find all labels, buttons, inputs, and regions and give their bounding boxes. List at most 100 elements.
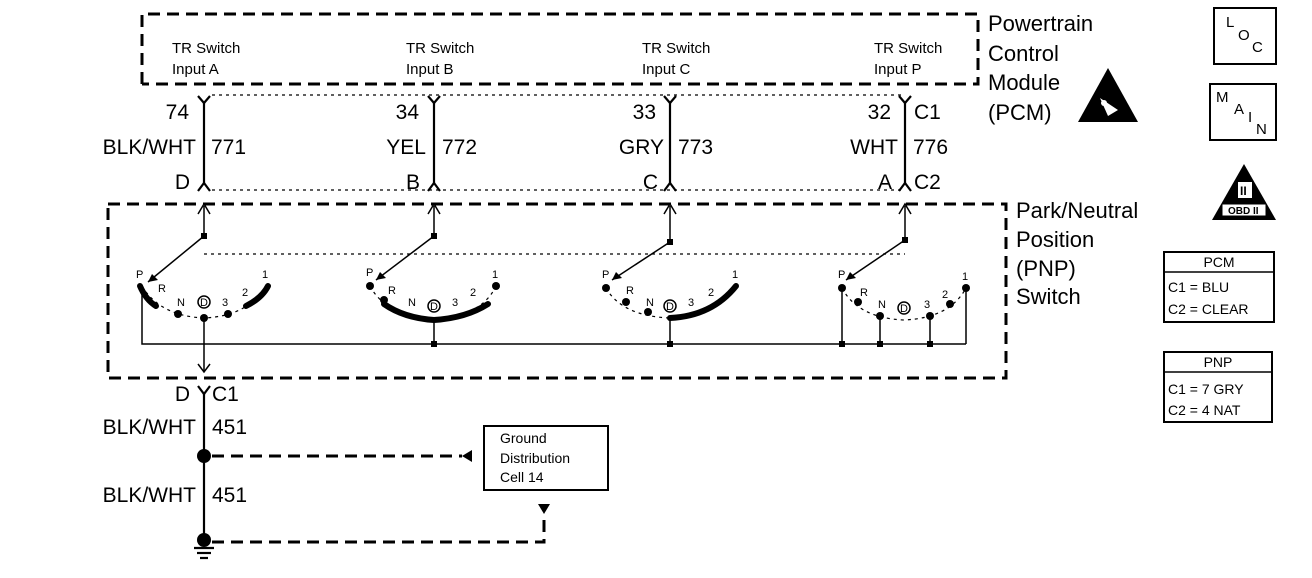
pnp-title: Park/Neutral Position (PNP) Switch [1016, 198, 1138, 309]
svg-text:Cell 14: Cell 14 [500, 469, 544, 485]
svg-text:776: 776 [913, 136, 948, 159]
svg-text:R: R [626, 285, 634, 297]
svg-text:R: R [388, 285, 396, 297]
circuit-wires [197, 95, 912, 192]
svg-text:1: 1 [492, 269, 498, 281]
svg-text:773: 773 [678, 136, 713, 159]
svg-text:C2 = CLEAR: C2 = CLEAR [1168, 301, 1249, 317]
svg-text:II: II [1240, 184, 1247, 198]
svg-text:Input P: Input P [874, 61, 922, 78]
ground-distribution-box: Ground Distribution Cell 14 [483, 425, 609, 491]
svg-text:C1 = 7 GRY: C1 = 7 GRY [1168, 381, 1244, 397]
svg-text:BLK/WHT: BLK/WHT [103, 484, 197, 507]
svg-text:C: C [1252, 39, 1263, 56]
svg-text:A: A [878, 171, 892, 194]
legend-pcm: PCM C1 = BLU C2 = CLEAR [1163, 251, 1275, 323]
svg-text:Input C: Input C [642, 61, 691, 78]
svg-text:C1: C1 [212, 383, 239, 406]
svg-text:3: 3 [688, 297, 694, 309]
svg-text:I: I [1248, 109, 1252, 126]
svg-text:3: 3 [222, 297, 228, 309]
svg-text:(PNP): (PNP) [1016, 256, 1076, 281]
switch-p: P R N D 3 2 1 [838, 239, 970, 344]
legend-pnp: PNP C1 = 7 GRY C2 = 4 NAT [1163, 351, 1273, 423]
svg-text:32: 32 [868, 101, 891, 124]
svg-text:451: 451 [212, 416, 247, 439]
svg-text:D: D [900, 303, 908, 315]
ground-circuit: D C1 BLK/WHT 451 BLK/WHT 451 [103, 383, 550, 560]
svg-text:2: 2 [242, 287, 248, 299]
obd-ii-icon: II OBD II [1212, 164, 1276, 220]
svg-text:451: 451 [212, 484, 247, 507]
svg-text:D: D [430, 301, 438, 313]
svg-text:YEL: YEL [386, 136, 426, 159]
svg-text:C1 = BLU: C1 = BLU [1168, 279, 1229, 295]
pcm-connector-label: C1 [914, 101, 941, 124]
pcm-title: Powertrain Control Module (PCM) [988, 11, 1093, 125]
svg-text:74: 74 [166, 101, 190, 124]
svg-text:Position: Position [1016, 227, 1094, 252]
svg-text:Input A: Input A [172, 61, 219, 78]
circuit-labels-p: 32 WHT 776 A [850, 101, 948, 194]
pnp-switch: P R N D 3 2 1 P R N D 3 2 1 [106, 202, 1008, 380]
pcm-input-c: TR Switch Input C [642, 40, 710, 78]
circuit-labels-c: 33 GRY 773 C [619, 101, 713, 194]
svg-text:WHT: WHT [850, 136, 898, 159]
svg-text:Park/Neutral: Park/Neutral [1016, 198, 1138, 223]
svg-text:TR Switch: TR Switch [642, 40, 710, 57]
main-icon: M A I N [1209, 83, 1277, 141]
svg-text:1: 1 [732, 269, 738, 281]
svg-text:2: 2 [470, 287, 476, 299]
svg-text:C: C [643, 171, 658, 194]
svg-text:D: D [200, 297, 208, 309]
circuit-labels-b: 34 YEL 772 B [386, 101, 477, 194]
esd-warning-icon [1078, 68, 1138, 122]
svg-text:P: P [602, 269, 609, 281]
svg-text:Distribution: Distribution [500, 450, 570, 466]
svg-text:Powertrain: Powertrain [988, 11, 1093, 36]
svg-text:771: 771 [211, 136, 246, 159]
svg-text:PCM: PCM [1203, 254, 1234, 270]
svg-text:L: L [1226, 14, 1234, 31]
svg-text:P: P [366, 267, 373, 279]
svg-text:BLK/WHT: BLK/WHT [103, 136, 197, 159]
svg-text:BLK/WHT: BLK/WHT [103, 416, 197, 439]
svg-text:33: 33 [633, 101, 656, 124]
svg-text:Module: Module [988, 70, 1060, 95]
svg-text:M: M [1216, 89, 1229, 106]
svg-text:OBD II: OBD II [1228, 206, 1259, 217]
svg-text:2: 2 [708, 287, 714, 299]
svg-text:(PCM): (PCM) [988, 100, 1052, 125]
ground-symbol-icon [194, 546, 214, 560]
svg-text:N: N [177, 297, 185, 309]
switch-arrows [197, 202, 912, 245]
pcm-input-b: TR Switch Input B [406, 40, 474, 78]
svg-text:Input B: Input B [406, 61, 454, 78]
svg-text:Control: Control [988, 41, 1059, 66]
switch-a: P R N D 3 2 1 [136, 235, 271, 322]
svg-text:B: B [406, 171, 420, 194]
svg-text:772: 772 [442, 136, 477, 159]
loc-icon: L O C [1213, 7, 1277, 65]
pcm-module: TR Switch Input A TR Switch Input B TR S… [140, 12, 980, 86]
pnp-common-bus [141, 286, 966, 374]
pcm-input-a: TR Switch Input A [172, 40, 240, 78]
svg-text:D: D [666, 301, 674, 313]
pnp-connector-label: C2 [914, 171, 941, 194]
svg-text:N: N [1256, 121, 1267, 138]
svg-text:C2 = 4 NAT: C2 = 4 NAT [1168, 402, 1241, 418]
svg-text:N: N [878, 299, 886, 311]
svg-text:R: R [860, 287, 868, 299]
svg-text:3: 3 [924, 299, 930, 311]
svg-text:TR Switch: TR Switch [172, 40, 240, 57]
svg-text:P: P [136, 269, 143, 281]
svg-text:2: 2 [942, 289, 948, 301]
switch-c: P R N D 3 2 1 [602, 241, 739, 321]
svg-text:Ground: Ground [500, 430, 547, 446]
svg-text:TR Switch: TR Switch [874, 40, 942, 57]
svg-text:P: P [838, 269, 845, 281]
svg-text:TR Switch: TR Switch [406, 40, 474, 57]
svg-text:D: D [175, 383, 190, 406]
svg-text:34: 34 [396, 101, 420, 124]
